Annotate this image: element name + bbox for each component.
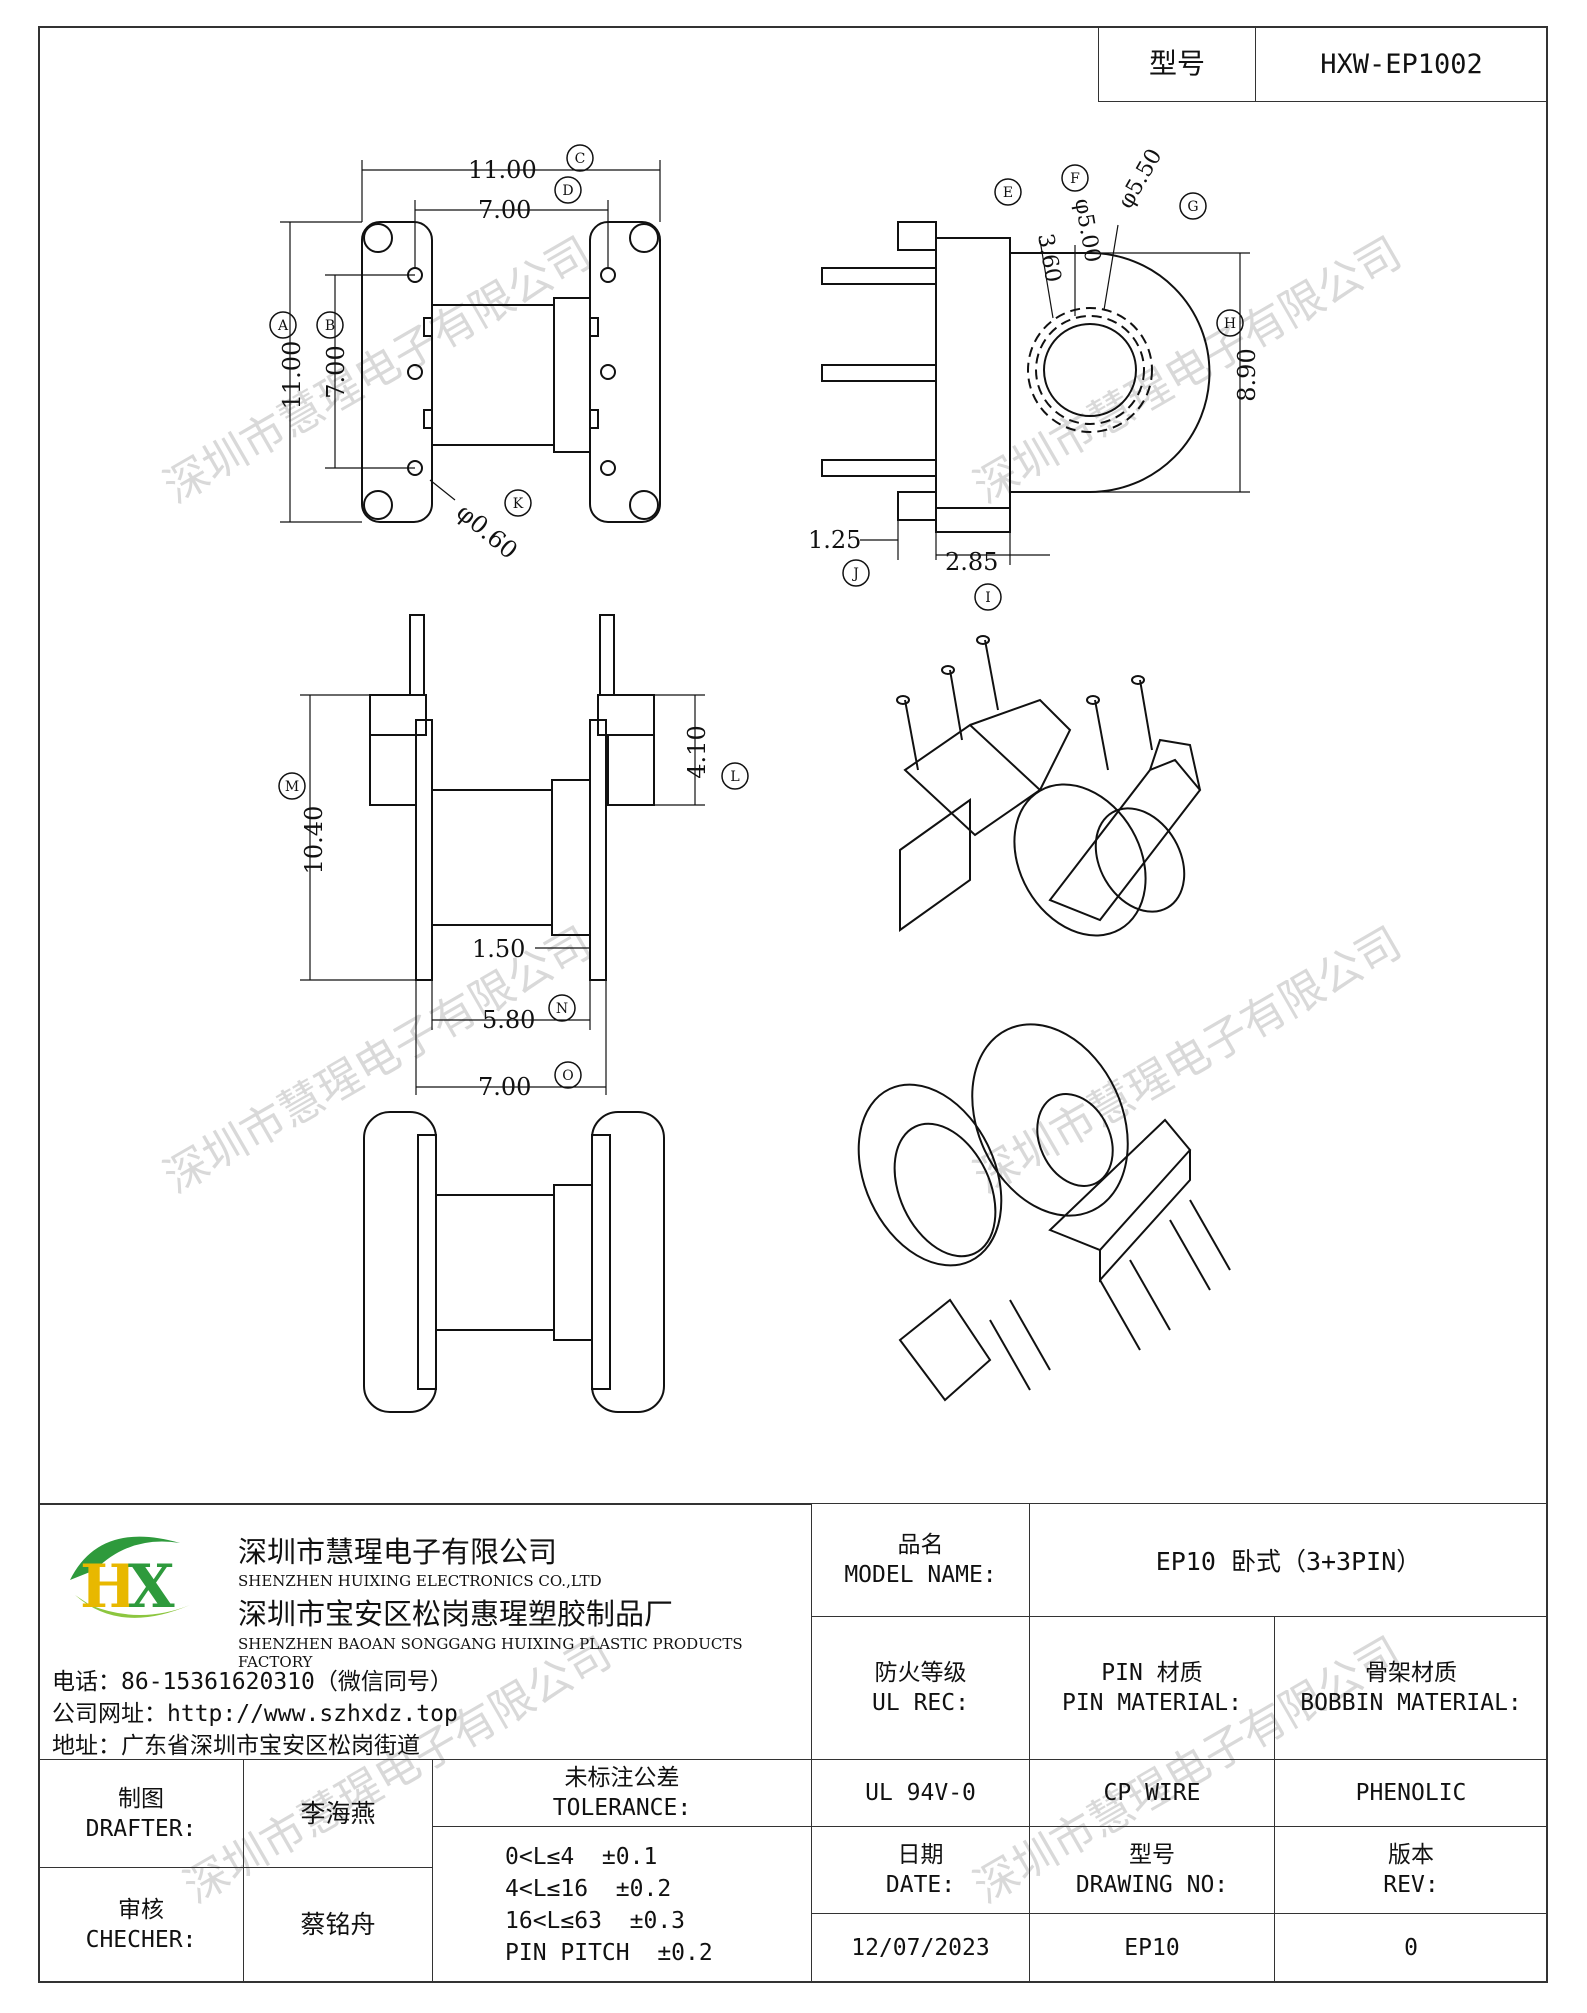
svg-text:8.90: 8.90 — [1233, 348, 1261, 401]
drafter-en: DRAFTER: — [85, 1815, 197, 1842]
date-label: 日期 DATE: — [811, 1826, 1030, 1914]
svg-text:X: X — [128, 1552, 175, 1622]
tolerance-row: PIN PITCH ±0.2 — [505, 1939, 713, 1966]
drawing-no-cn: 型号 — [1129, 1842, 1175, 1868]
svg-text:D: D — [562, 183, 573, 199]
svg-text:J: J — [851, 566, 859, 582]
fire-rating-cn: 防火等级 — [874, 1660, 967, 1686]
tolerance-row: 16<L≤63 ±0.3 — [505, 1907, 686, 1934]
svg-text:H: H — [80, 1552, 137, 1622]
svg-text:3.60: 3.60 — [1032, 232, 1065, 285]
date-cn: 日期 — [897, 1842, 944, 1868]
factory-name-cn: 深圳市宝安区松岗惠瑆塑胶制品厂 — [238, 1597, 674, 1631]
model-name-value: EP10 卧式（3+3PIN） — [1029, 1503, 1548, 1617]
company-name-en: SHENZHEN HUIXING ELECTRONICS CO.,LTD — [238, 1572, 602, 1590]
revision-value: 0 — [1274, 1913, 1548, 1983]
company-block: H X 深圳市慧瑆电子有限公司 SHENZHEN HUIXING ELECTRO… — [38, 1503, 812, 1759]
tolerance-cn: 未标注公差 — [564, 1765, 680, 1791]
svg-text:4.10: 4.10 — [683, 725, 711, 778]
svg-text:5.80: 5.80 — [482, 1006, 535, 1034]
svg-text:7.00: 7.00 — [322, 345, 350, 398]
tolerance-values: 0<L≤4 ±0.1 4<L≤16 ±0.2 16<L≤63 ±0.3 PIN … — [432, 1826, 812, 1983]
checker-cn: 审核 — [118, 1897, 164, 1923]
svg-text:B: B — [325, 318, 335, 334]
svg-text:11.00: 11.00 — [468, 156, 537, 184]
svg-text:N: N — [556, 1001, 568, 1017]
drafter-value: 李海燕 — [243, 1759, 433, 1868]
pin-material-value: CP WIRE — [1029, 1759, 1275, 1827]
model-name-cn: 品名 — [897, 1532, 944, 1558]
svg-text:2.85: 2.85 — [945, 548, 998, 576]
dimension-markers — [269, 144, 1244, 1089]
svg-text:F: F — [1070, 171, 1080, 187]
company-website: 公司网址：http://www.szhxdz.top — [52, 1701, 458, 1727]
svg-text:I: I — [985, 590, 991, 606]
revision-en: REV: — [1383, 1872, 1439, 1898]
drafter-cn: 制图 — [118, 1785, 164, 1812]
revision-label: 版本 REV: — [1274, 1826, 1548, 1914]
company-address: 地址：广东省深圳市宝安区松岗街道 — [52, 1733, 420, 1759]
fire-rating-value: UL 94V-0 — [811, 1759, 1030, 1827]
bobbin-material-en: BOBBIN MATERIAL: — [1300, 1690, 1522, 1716]
drawing-no-value: EP10 — [1029, 1913, 1275, 1983]
header-model-value: HXW-EP1002 — [1255, 26, 1548, 102]
isometric-view-2 — [857, 1023, 1231, 1402]
model-name-en: MODEL NAME: — [844, 1562, 997, 1588]
company-logo: H X — [70, 1536, 190, 1622]
svg-text:11.00: 11.00 — [278, 341, 306, 410]
technical-drawing: 11.00 7.00 11.00 7.00 φ0.60 8.90 1.25 2.… — [269, 144, 1261, 1413]
tolerance-label: 未标注公差 TOLERANCE: — [432, 1759, 812, 1827]
svg-text:M: M — [285, 779, 299, 795]
model-name-label: 品名 MODEL NAME: — [811, 1503, 1030, 1617]
tolerance-row: 4<L≤16 ±0.2 — [505, 1875, 672, 1902]
tolerance-en: TOLERANCE: — [552, 1795, 692, 1821]
svg-text:G: G — [1187, 199, 1198, 215]
svg-text:A: A — [277, 318, 289, 334]
fire-rating-label: 防火等级 UL REC: — [811, 1616, 1030, 1760]
pin-material-cn: PIN 材质 — [1101, 1660, 1203, 1686]
bobbin-material-value: PHENOLIC — [1274, 1759, 1548, 1827]
svg-text:1.50: 1.50 — [472, 935, 525, 963]
isometric-view-1 — [896, 635, 1202, 937]
date-value: 12/07/2023 — [811, 1913, 1030, 1983]
checker-label: 审核 CHECHER: — [38, 1867, 244, 1983]
pin-material-label: PIN 材质 PIN MATERIAL: — [1029, 1616, 1275, 1760]
checker-en: CHECHER: — [85, 1927, 197, 1953]
svg-text:7.00: 7.00 — [478, 1073, 531, 1101]
svg-text:10.40: 10.40 — [300, 806, 328, 875]
bobbin-material-cn: 骨架材质 — [1365, 1660, 1457, 1686]
factory-name-en: SHENZHEN BAOAN SONGGANG HUIXING PLASTIC … — [238, 1635, 743, 1671]
drafter-label: 制图 DRAFTER: — [38, 1759, 244, 1868]
top-view: 11.00 7.00 11.00 7.00 φ0.60 — [278, 156, 661, 565]
svg-text:O: O — [562, 1068, 573, 1084]
drawing-no-en: DRAWING NO: — [1075, 1872, 1229, 1898]
company-phone: 电话：86-15361620310（微信同号） — [52, 1669, 453, 1695]
svg-text:C: C — [575, 151, 586, 167]
svg-text:φ5.50: φ5.50 — [1114, 145, 1168, 213]
front-view: 10.40 4.10 1.50 5.80 7.00 — [300, 614, 711, 1101]
drawing-no-label: 型号 DRAWING NO: — [1029, 1826, 1275, 1914]
bobbin-material-label: 骨架材质 BOBBIN MATERIAL: — [1274, 1616, 1548, 1760]
svg-text:K: K — [513, 496, 524, 512]
svg-text:L: L — [730, 769, 739, 785]
tolerance-row: 0<L≤4 ±0.1 — [505, 1843, 658, 1870]
svg-text:E: E — [1003, 185, 1013, 201]
date-en: DATE: — [885, 1872, 956, 1898]
fire-rating-en: UL REC: — [872, 1690, 969, 1716]
revision-cn: 版本 — [1388, 1842, 1434, 1868]
side-view: 8.90 1.25 2.85 3.60 φ5.00 φ5.50 — [808, 145, 1261, 576]
svg-text:1.25: 1.25 — [808, 526, 861, 554]
svg-text:7.00: 7.00 — [478, 196, 531, 224]
svg-text:H: H — [1224, 316, 1236, 332]
pin-material-en: PIN MATERIAL: — [1061, 1690, 1242, 1716]
header-model-label: 型号 — [1098, 26, 1256, 102]
company-name-cn: 深圳市慧瑆电子有限公司 — [238, 1535, 558, 1569]
bottom-view — [363, 1111, 665, 1413]
checker-value: 蔡铭舟 — [243, 1867, 433, 1983]
